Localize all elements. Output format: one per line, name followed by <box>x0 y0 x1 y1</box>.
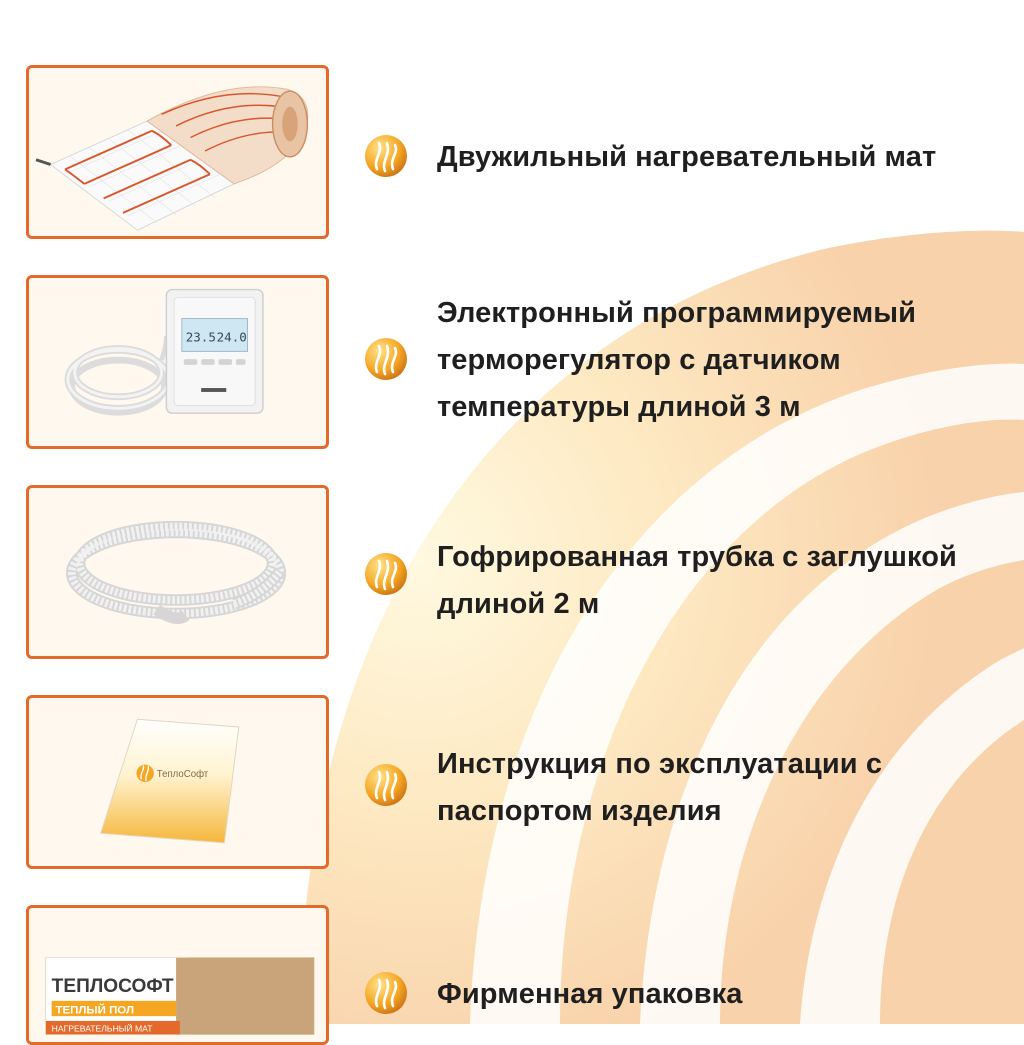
teplosoft-flame-logo-icon <box>365 135 407 177</box>
instruction-booklet-image: ТеплоСофт <box>26 695 329 869</box>
thermostat-display-right: 24.0 <box>217 330 247 345</box>
kit-item-text: Двужильный нагревательный мат <box>437 134 1017 181</box>
teplosoft-flame-logo-icon <box>365 553 407 595</box>
kit-item-text: Гофрированная трубка с заглушкой длиной … <box>437 534 1017 628</box>
kit-item-text: Инструкция по эксплуатации с паспортом и… <box>437 741 1017 835</box>
branded-box-image: ТЕПЛОСОФТ ТЕПЛЫЙ ПОЛ НАГРЕВАТЕЛЬНЫЙ МАТ <box>26 905 329 1045</box>
item-line: Двужильный нагревательный мат <box>437 141 937 173</box>
background-wave-decoration <box>300 230 1024 1024</box>
booklet-brand-label: ТеплоСофт <box>157 769 209 780</box>
teplosoft-flame-logo-icon <box>365 338 407 380</box>
item-line: температуры длиной 3 м <box>437 391 801 423</box>
box-subtitle-label: ТЕПЛЫЙ ПОЛ <box>55 1003 134 1016</box>
kit-item-text: Электронный программируемый терморегулят… <box>437 290 1017 431</box>
heating-mat-roll-image <box>26 65 329 239</box>
box-brand-label: ТЕПЛОСОФТ <box>52 976 174 997</box>
teplosoft-flame-logo-icon <box>365 764 407 806</box>
teplosoft-flame-logo-icon <box>365 972 407 1014</box>
item-line: паспортом изделия <box>437 795 722 827</box>
box-caption-label: НАГРЕВАТЕЛЬНЫЙ МАТ <box>52 1022 154 1033</box>
thermostat-display-left: 23.5 <box>186 330 216 345</box>
item-line: Гофрированная трубка с заглушкой <box>437 541 957 573</box>
corrugated-tube-coil-image <box>26 485 329 659</box>
item-line: терморегулятор с датчиком <box>437 344 841 376</box>
item-line: Фирменная упаковка <box>437 978 743 1010</box>
kit-item-text: Фирменная упаковка <box>437 971 1017 1018</box>
item-line: Инструкция по эксплуатации с <box>437 748 883 780</box>
thermostat-with-cable-image: 23.5 24.0 <box>26 275 329 449</box>
item-line: длиной 2 м <box>437 588 600 620</box>
item-line: Электронный программируемый <box>437 297 917 329</box>
